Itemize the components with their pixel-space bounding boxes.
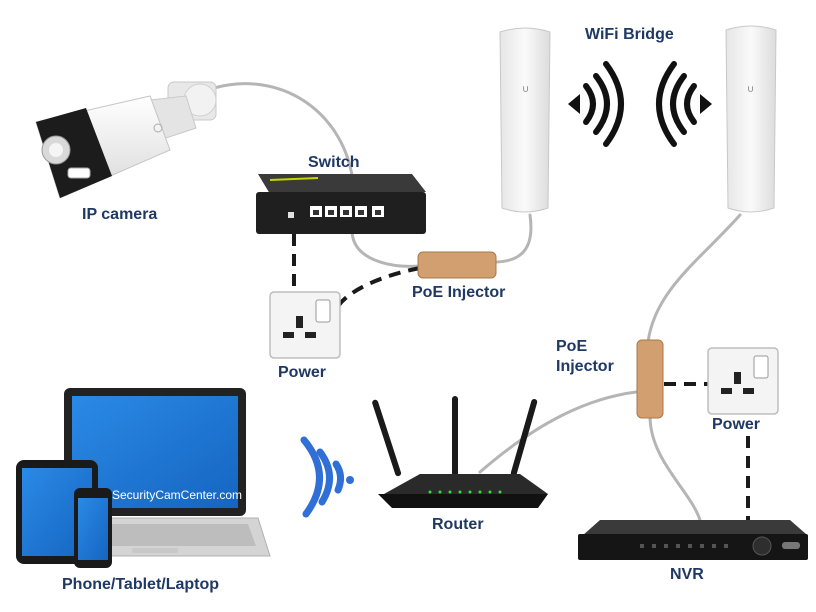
poe-injector-icon <box>417 251 664 419</box>
phone-icon <box>74 488 112 568</box>
label-poe-injector-right-line2: Injector <box>556 358 614 375</box>
ip-camera-icon <box>35 81 217 199</box>
cable-camera-switch <box>212 82 354 177</box>
cable-poe-bridge-left <box>492 213 533 264</box>
watermark: SecurityCamCenter.com <box>111 488 243 502</box>
cable-switch-poe <box>350 228 422 268</box>
ethernet-cables <box>212 82 742 522</box>
switch-icon <box>256 174 426 234</box>
svg-text:∪: ∪ <box>747 84 754 95</box>
cable-router-poe <box>478 390 638 474</box>
nvr-icon <box>578 520 808 560</box>
cable-poe-nvr <box>648 414 702 522</box>
label-router: Router <box>432 516 484 533</box>
label-nvr: NVR <box>670 566 704 583</box>
wifi-waves-icon <box>568 61 712 147</box>
label-power-right: Power <box>712 416 761 433</box>
label-power-top: Power <box>278 364 327 381</box>
svg-text:∪: ∪ <box>522 84 529 95</box>
label-wifi-bridge: WiFi Bridge <box>585 26 674 43</box>
router-icon <box>372 396 548 508</box>
wifi-bridge-icon: ∪ ∪ <box>499 25 777 213</box>
power-cables <box>292 234 750 520</box>
label-devices: Phone/Tablet/Laptop <box>62 576 220 593</box>
power-cable-poe-top <box>336 266 421 308</box>
wifi-waves-icon <box>300 436 354 518</box>
cable-bridge-right-poe <box>646 213 742 344</box>
label-switch: Switch <box>308 154 360 171</box>
label-ip-camera: IP camera <box>82 206 158 223</box>
label-poe-injector-right-line1: PoE <box>556 338 588 355</box>
label-poe-injector-top: PoE Injector <box>412 284 506 301</box>
power-outlet-icon <box>269 291 779 415</box>
